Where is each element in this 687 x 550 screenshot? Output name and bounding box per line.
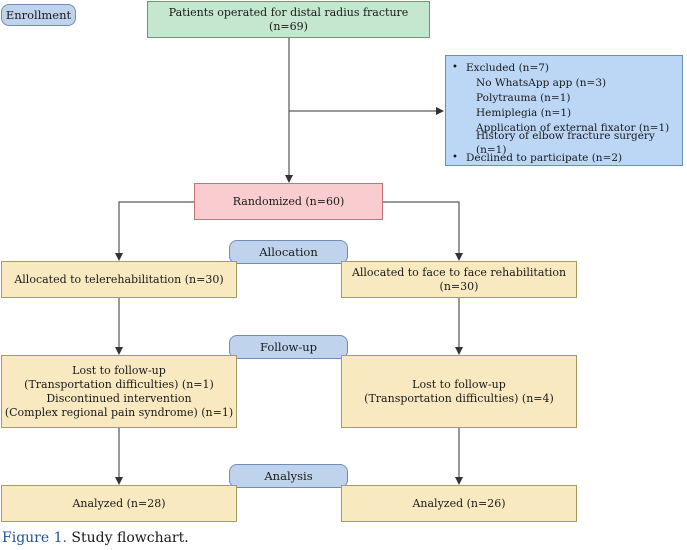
arrow-randomized-to-left-arm	[115, 201, 194, 261]
arrow-randomized-to-right-arm	[383, 201, 463, 261]
followup-line: (Transportation difficulties) (n=4)	[364, 391, 554, 405]
exclusion-reason: No WhatsApp app (n=3)	[476, 77, 607, 90]
stage-label-followup: Follow-up	[229, 335, 348, 359]
bullet-icon: •	[452, 62, 458, 74]
stage-label-enrollment: Enrollment	[1, 4, 76, 26]
left-arm-followup-box: Lost to follow-up (Transportation diffic…	[1, 355, 237, 428]
followup-line: Lost to follow-up	[72, 363, 166, 377]
right-arm-followup-box: Lost to follow-up (Transportation diffic…	[341, 355, 577, 428]
followup-line: (Transportation difficulties) (n=1)	[24, 377, 214, 391]
followup-line: Lost to follow-up	[412, 377, 506, 391]
bullet-icon: •	[452, 151, 458, 163]
figure-label: Figure 1.	[2, 530, 67, 546]
exclusion-reason: Application of external fixator (n=1)	[476, 121, 670, 134]
excluded-box: • Excluded (n=7) No WhatsApp app (n=3) P…	[445, 55, 683, 166]
figure-caption: Figure 1. Study flowchart.	[2, 530, 189, 546]
followup-line: (Complex regional pain syndrome) (n=1)	[4, 405, 234, 419]
stage-label-allocation: Allocation	[229, 240, 348, 264]
left-arm-allocated-box: Allocated to telerehabilitation (n=30)	[1, 261, 237, 298]
exclusion-reason: History of elbow fracture surgery (n=1)	[476, 129, 655, 156]
exclusion-reason: Polytrauma (n=1)	[476, 92, 571, 105]
right-arm-analyzed-box: Analyzed (n=26)	[341, 485, 577, 522]
right-arm-allocated-box: Allocated to face to face rehabilitation…	[341, 261, 577, 298]
left-arm-analyzed-box: Analyzed (n=28)	[1, 485, 237, 522]
declined-row: • Declined to participate (n=2)	[452, 150, 622, 165]
excluded-heading-row: • Excluded (n=7)	[452, 61, 549, 76]
randomized-box: Randomized (n=60)	[194, 183, 383, 220]
declined-text: Declined to participate (n=2)	[466, 151, 623, 164]
followup-line: Discontinued intervention	[46, 391, 192, 405]
figure-caption-text: Study flowchart.	[71, 530, 189, 546]
enrolled-box: Patients operated for distal radius frac…	[147, 1, 430, 38]
exclusion-reason: Hemiplegia (n=1)	[476, 106, 572, 119]
excluded-heading: Excluded (n=7)	[466, 62, 550, 75]
stage-label-analysis: Analysis	[229, 464, 348, 488]
